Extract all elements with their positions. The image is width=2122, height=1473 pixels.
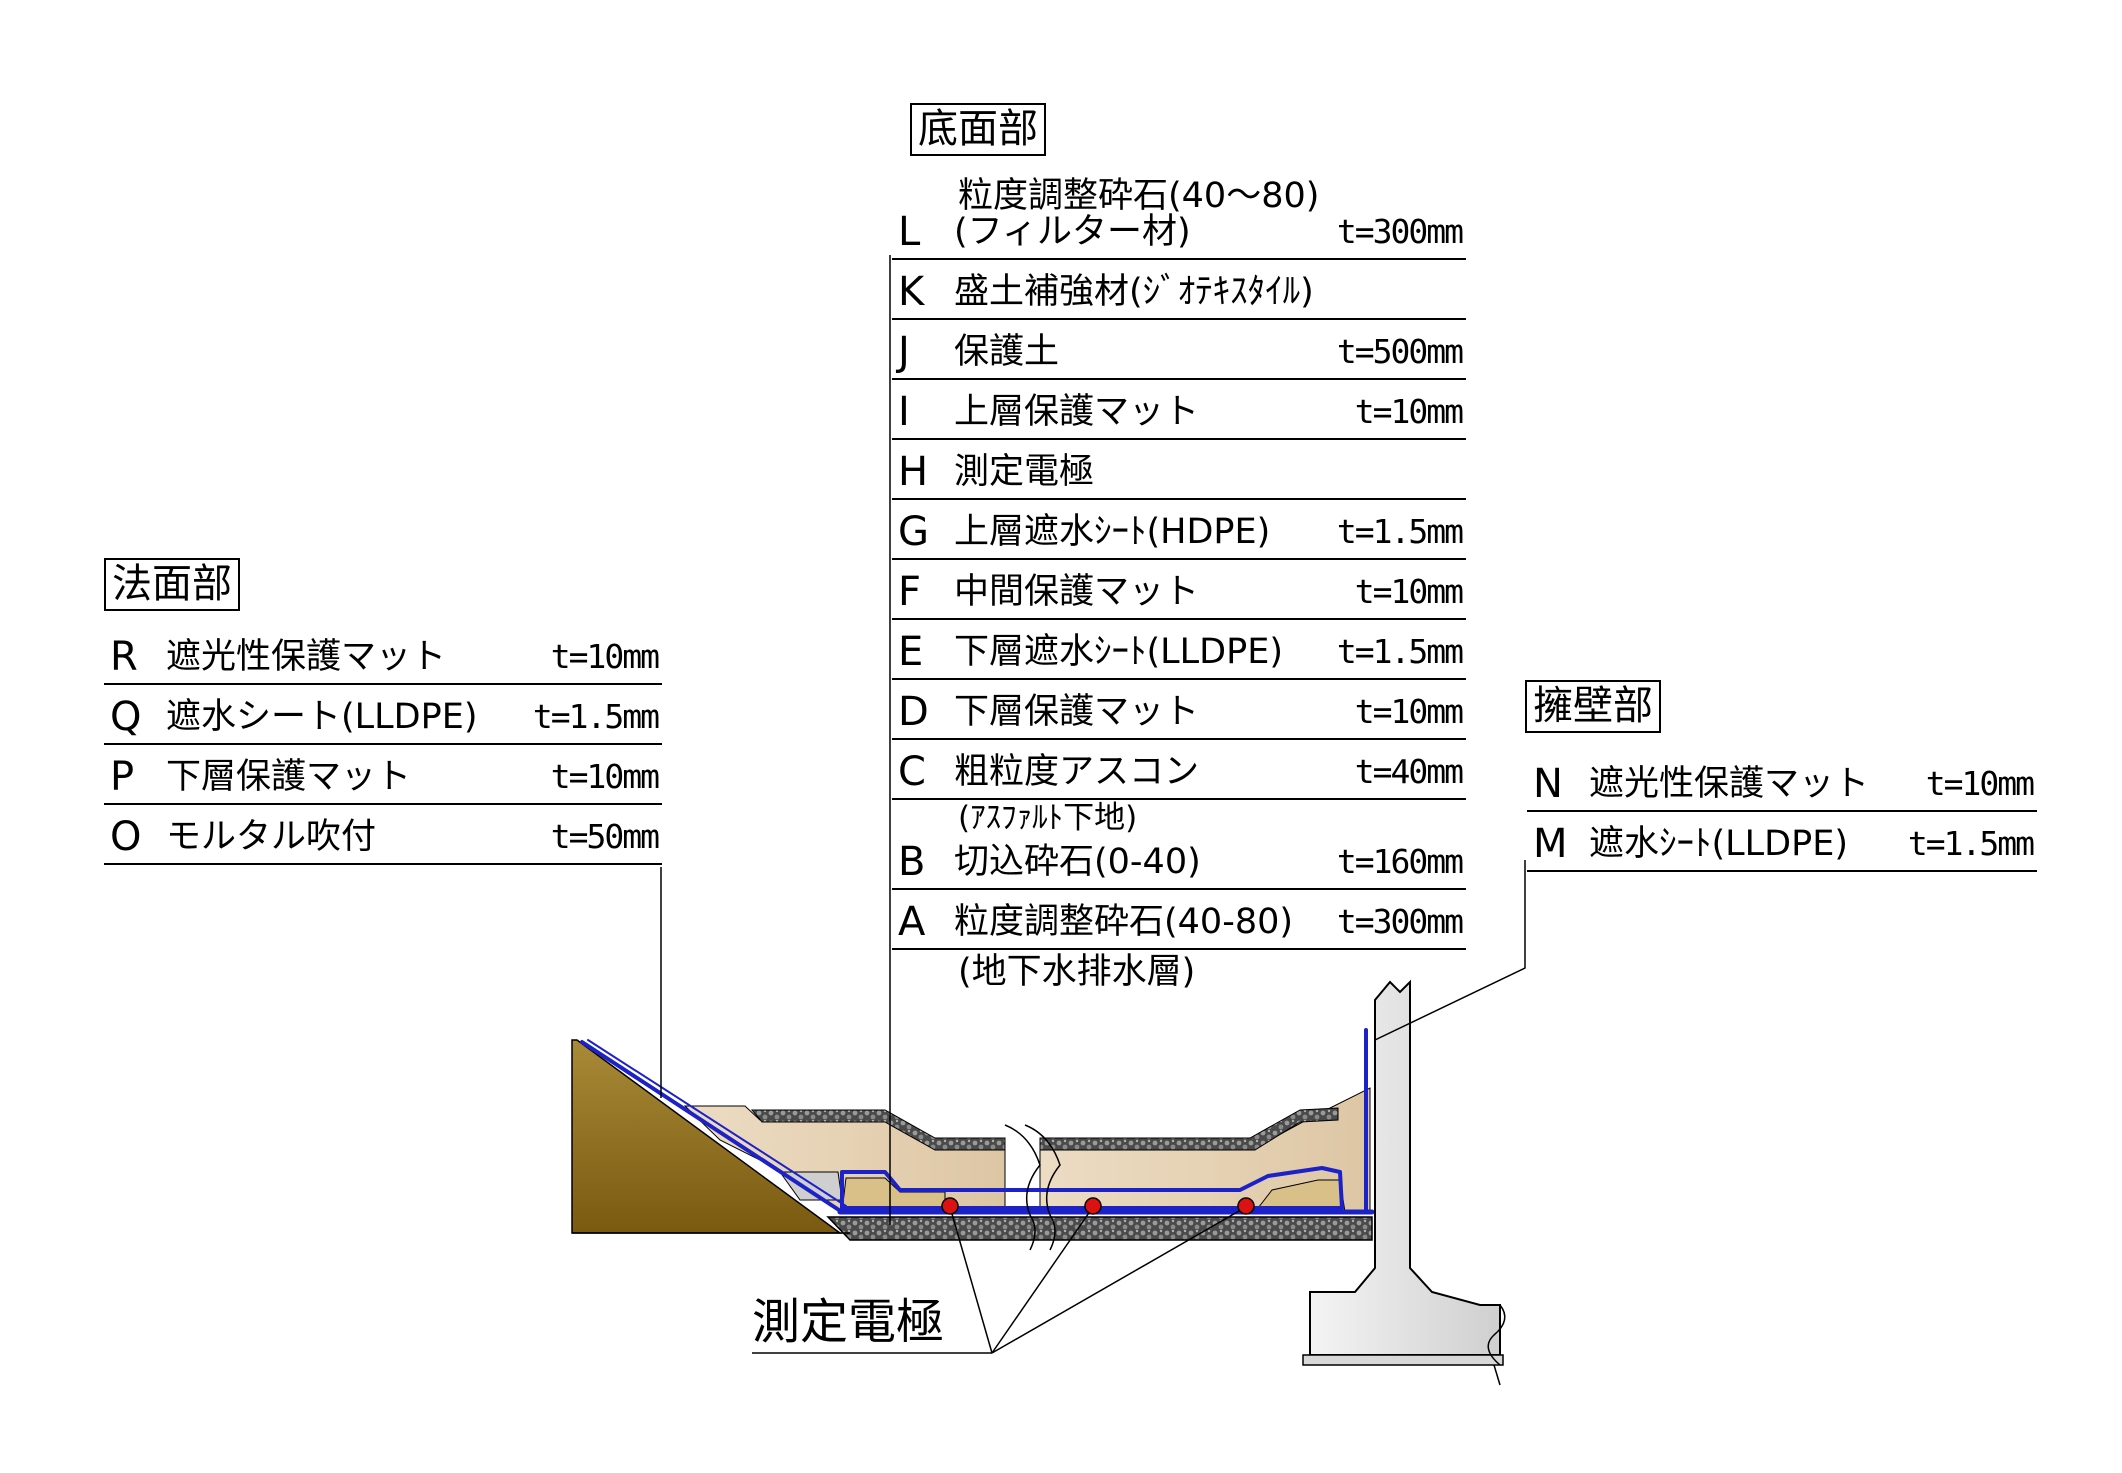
layer-a-name-below: (地下水排水層)	[958, 952, 1196, 992]
layer-thickness: t=10mm	[1354, 692, 1464, 731]
layer-thickness: t=10mm	[1354, 392, 1464, 431]
layer-code: R	[110, 634, 138, 680]
layer-code: Q	[110, 694, 142, 740]
aggregate-layer-a	[826, 1216, 1373, 1241]
table-row: F 中間保護マット t=10mm	[892, 560, 1466, 620]
layer-thickness: t=300mm	[1336, 212, 1464, 251]
leader-wall	[1374, 860, 1526, 1041]
layer-name: (フィルター材)	[954, 212, 1191, 252]
layer-thickness: t=10mm	[1925, 764, 2035, 803]
layer-thickness: t=1.5mm	[532, 697, 660, 736]
wall-footing-break	[1487, 1304, 1506, 1386]
layer-code: J	[898, 329, 910, 375]
layer-code: L	[898, 209, 921, 255]
table-row: A 粒度調整砕石(40-80) t=300mm	[892, 890, 1466, 950]
table-row: L (フィルター材) t=300mm	[892, 200, 1466, 260]
layer-name: 遮光性保護マット	[1589, 764, 1870, 804]
layer-thickness: t=10mm	[1354, 572, 1464, 611]
layer-code: O	[110, 814, 142, 860]
break-mark-2	[1024, 1124, 1061, 1251]
table-row: P 下層保護マット t=10mm	[104, 745, 662, 805]
electrode-2	[1084, 1197, 1102, 1215]
layer-thickness: t=40mm	[1354, 752, 1464, 791]
layer-name: 遮光性保護マット	[166, 637, 447, 677]
layer-name: 粗粒度アスコン	[954, 752, 1200, 792]
layer-thickness: t=50mm	[550, 817, 660, 856]
layer-code: D	[898, 689, 929, 735]
layer-code: K	[898, 269, 925, 315]
layer-code: H	[898, 449, 929, 495]
layer-thickness: t=500mm	[1336, 332, 1464, 371]
layer-code: G	[898, 509, 929, 555]
table-row: H 測定電極	[892, 440, 1466, 500]
layer-code: I	[898, 389, 910, 435]
layer-name: 下層保護マット	[166, 757, 412, 797]
table-row: M 遮水ｼｰﾄ(LLDPE) t=1.5mm	[1527, 812, 2037, 872]
sheet-slope-q	[580, 1040, 844, 1214]
table-row: Q 遮水シート(LLDPE) t=1.5mm	[104, 685, 662, 745]
leader-lines	[660, 255, 1526, 1225]
layer-code: M	[1533, 821, 1568, 867]
layer-code: C	[898, 749, 926, 795]
table-row: J 保護土 t=500mm	[892, 320, 1466, 380]
bottom-heading: 底面部	[910, 103, 1046, 156]
layer-name: 上層遮水ｼｰﾄ(HDPE)	[954, 512, 1271, 552]
layer-name: 保護土	[954, 332, 1060, 372]
layer-thickness: t=160mm	[1336, 842, 1464, 881]
sheet-slope-r	[587, 1039, 847, 1207]
break-mark	[1004, 1124, 1041, 1251]
layer-code: P	[110, 754, 135, 800]
table-row: K 盛土補強材(ｼﾞｵﾃｷｽﾀｲﾙ)	[892, 260, 1466, 320]
impermeable-sheets	[580, 1028, 1375, 1215]
layer-name: モルタル吹付	[166, 817, 377, 857]
layer-name: 測定電極	[954, 452, 1095, 492]
wall-heading: 擁壁部	[1525, 680, 1661, 733]
electrodes	[941, 1197, 1255, 1215]
filter-gravel-l-right	[1039, 1107, 1339, 1151]
layer-l-name-top: 粒度調整砕石(40～80)	[958, 176, 1320, 216]
layer-name: 遮水ｼｰﾄ(LLDPE)	[1589, 824, 1848, 864]
table-row: D 下層保護マット t=10mm	[892, 680, 1466, 740]
layer-code: A	[898, 899, 926, 945]
electrode-1	[941, 1197, 959, 1215]
layer-thickness: t=10mm	[550, 637, 660, 676]
layer-code: B	[898, 839, 926, 885]
table-row: N 遮光性保護マット t=10mm	[1527, 752, 2037, 812]
table-row: R 遮光性保護マット t=10mm	[104, 625, 662, 685]
layer-name: 下層保護マット	[954, 692, 1200, 732]
electrode-3	[1237, 1197, 1255, 1215]
layer-thickness: t=1.5mm	[1336, 512, 1464, 551]
retaining-wall	[1309, 979, 1501, 1356]
table-row: I 上層保護マット t=10mm	[892, 380, 1466, 440]
table-row: E 下層遮水ｼｰﾄ(LLDPE) t=1.5mm	[892, 620, 1466, 680]
layer-code: E	[898, 629, 924, 675]
layer-thickness: t=300mm	[1336, 902, 1464, 941]
layer-thickness: t=1.5mm	[1336, 632, 1464, 671]
table-row: O モルタル吹付 t=50mm	[104, 805, 662, 865]
sheet-bottom-g	[840, 1166, 1344, 1210]
layer-name: 切込砕石(0-40)	[954, 842, 1201, 882]
layer-name: 粒度調整砕石(40-80)	[954, 902, 1294, 942]
layer-code: F	[898, 569, 922, 615]
table-row: B 切込砕石(0-40) t=160mm	[892, 830, 1466, 890]
layer-thickness: t=10mm	[550, 757, 660, 796]
wall-footing-strip	[1302, 1354, 1504, 1366]
layer-name: 上層保護マット	[954, 392, 1200, 432]
layer-name: 盛土補強材(ｼﾞｵﾃｷｽﾀｲﾙ)	[954, 272, 1314, 312]
electrode-label: 測定電極	[752, 1294, 945, 1350]
layer-name: 下層遮水ｼｰﾄ(LLDPE)	[954, 632, 1283, 672]
layer-c-name-below: (ｱｽﾌｧﾙﾄ下地)	[958, 800, 1138, 836]
table-row: C 粗粒度アスコン t=40mm	[892, 740, 1466, 800]
slope-heading: 法面部	[104, 558, 240, 611]
electrode-leaders	[752, 1206, 1247, 1354]
table-row: G 上層遮水ｼｰﾄ(HDPE) t=1.5mm	[892, 500, 1466, 560]
filter-gravel-l-left	[750, 1109, 1006, 1151]
layer-thickness: t=1.5mm	[1907, 824, 2035, 863]
layer-name: 遮水シート(LLDPE)	[166, 697, 478, 737]
layer-name: 中間保護マット	[954, 572, 1200, 612]
layer-code: N	[1533, 761, 1563, 807]
